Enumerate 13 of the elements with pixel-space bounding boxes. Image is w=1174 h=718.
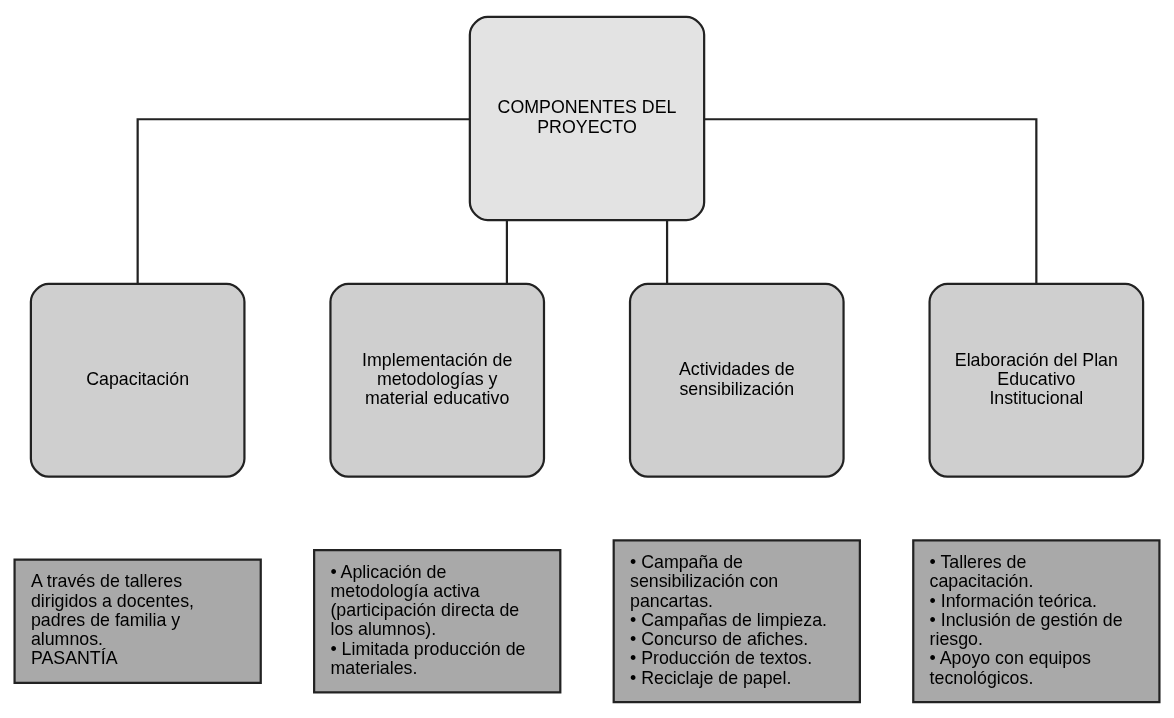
connector	[665, 219, 669, 284]
node-box: • Talleres de capacitación. • Información teórica. • Inclusión de gestión de riesgo. • Apoyo con equipos tecnológicos.	[912, 538, 1161, 703]
node-box: • Campaña de sensibilización con pancartas. • Campañas de limpieza. • Concurso de afiches. • Producción de textos. • Reciclaje de papel.	[612, 538, 861, 703]
node-box: • Aplicación de metodología activa (participación directa de los alumnos). • Limitada producción de materiales.	[313, 548, 562, 694]
node-box: Actividades de sensibilización	[628, 282, 845, 478]
node-box: A través de talleres dirigidos a docentes, padres de familia y alumnos. PASANTÍA	[13, 558, 262, 684]
node-box: COMPONENTES DEL PROYECTO	[468, 15, 706, 221]
connector	[704, 117, 1038, 284]
node-box: Capacitación	[29, 282, 246, 478]
connector	[505, 219, 509, 284]
connector	[136, 117, 470, 284]
node-box: Implementación de metodologías y material educativo	[329, 282, 546, 478]
node-box: Elaboración del Plan Educativo Institucional	[928, 282, 1145, 478]
